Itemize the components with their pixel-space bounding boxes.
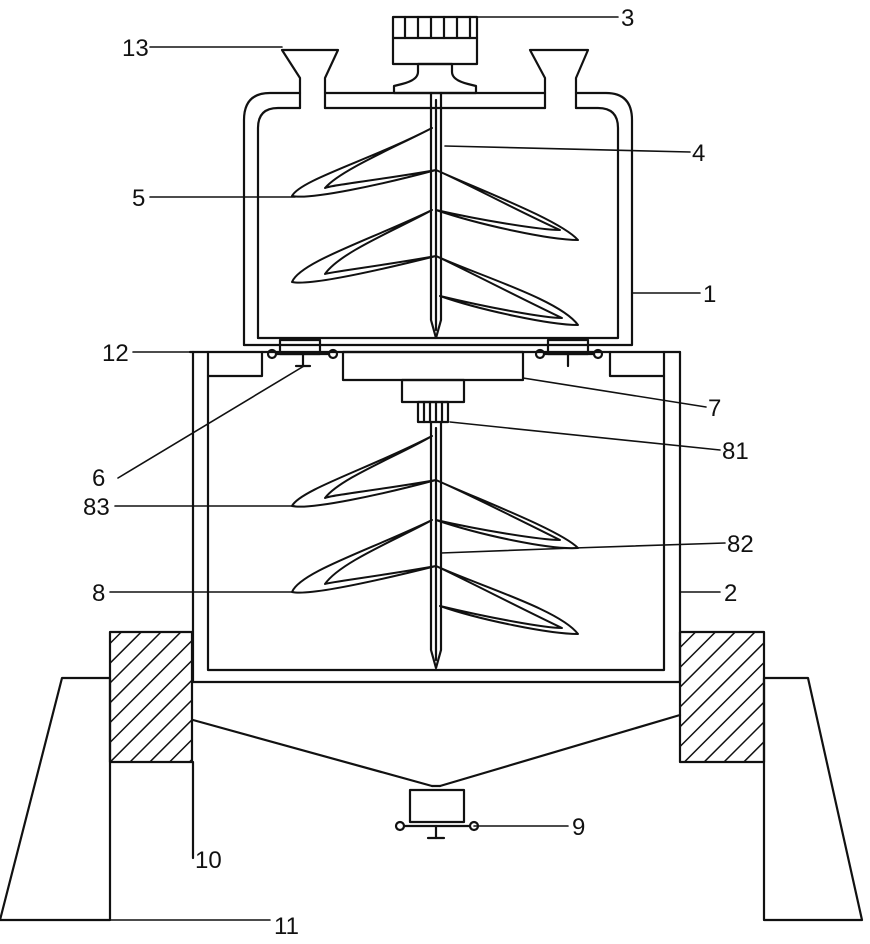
top-motor (391, 15, 479, 95)
reference-labels: 13 3 4 5 1 12 7 81 6 83 82 8 2 9 10 11 (83, 5, 754, 940)
upper-tank (242, 91, 634, 347)
label-10: 10 (195, 847, 222, 874)
fastener-right (534, 338, 604, 368)
support-block-left (108, 630, 194, 764)
label-81: 81 (722, 438, 749, 465)
label-8: 8 (92, 580, 105, 607)
lower-motor-housing (341, 350, 525, 424)
discharge-funnel (191, 713, 682, 788)
label-2: 2 (724, 580, 737, 607)
label-83: 83 (83, 494, 110, 521)
label-11: 11 (274, 913, 299, 940)
label-82: 82 (727, 531, 754, 558)
label-7: 7 (708, 395, 721, 422)
lower-tank (191, 350, 682, 684)
label-12: 12 (102, 340, 129, 367)
feed-hopper-right (528, 48, 590, 110)
lower-stirring-blades (291, 435, 579, 635)
support-frame (0, 676, 864, 922)
lower-stirring-shaft (429, 420, 443, 670)
feed-hopper-left (280, 48, 340, 110)
label-13: 13 (122, 35, 149, 62)
support-block-right (678, 630, 766, 764)
label-9: 9 (572, 814, 585, 841)
upper-stirring-blades (291, 127, 579, 326)
label-3: 3 (621, 5, 634, 32)
label-1: 1 (703, 281, 716, 308)
upper-stirring-shaft (429, 91, 443, 340)
leader-lines (109, 16, 726, 921)
label-6: 6 (92, 465, 105, 492)
discharge-valve (394, 788, 480, 840)
label-5: 5 (132, 185, 145, 212)
label-4: 4 (692, 140, 705, 167)
